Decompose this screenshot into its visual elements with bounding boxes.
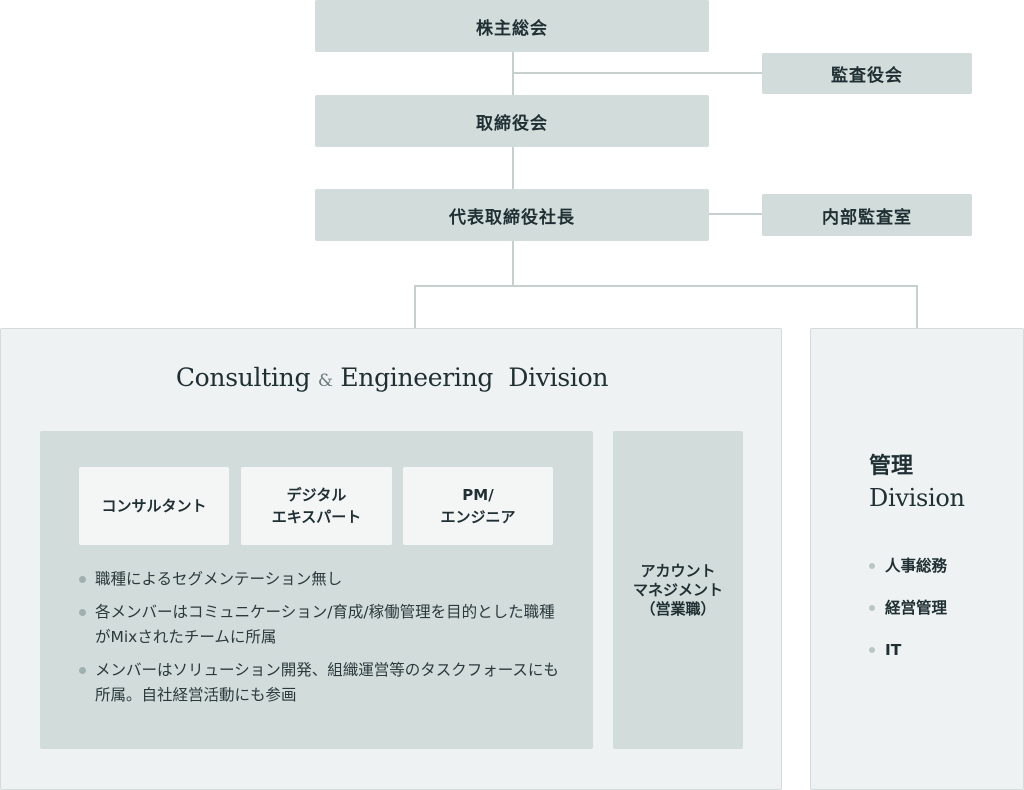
ce-title-part3: Division	[508, 363, 609, 392]
bullet-dot-icon	[869, 563, 875, 569]
bullet-text: 職種によるセグメンテーション無し	[95, 570, 343, 588]
ce-bullet-list: 職種によるセグメンテーション無し 各メンバーはコミュニケーション/育成/稼働管理…	[77, 567, 559, 716]
admin-division-title-jp: 管理	[869, 454, 914, 479]
connector-auditors	[512, 72, 762, 74]
account-management-label: アカウント マネジメント （営業職）	[632, 561, 723, 618]
shareholders-meeting-box: 株主総会	[315, 0, 709, 52]
connector-branch-right	[916, 285, 918, 329]
list-item: 人事総務	[869, 555, 1009, 597]
internal-audit-box: 内部監査室	[762, 194, 972, 236]
bullet-dot-icon	[869, 647, 875, 653]
admin-function-list: 人事総務 経営管理 IT	[869, 555, 1009, 681]
auditors-box: 監査役会	[762, 53, 972, 94]
role-consultant: コンサルタント	[79, 467, 229, 545]
bullet-dot-icon	[79, 609, 86, 616]
admin-function-label: 人事総務	[885, 557, 948, 575]
list-item: 経営管理	[869, 597, 1009, 639]
ce-title-part2: Engineering	[340, 363, 494, 392]
ce-title-amp: &	[317, 371, 333, 391]
list-item: 職種によるセグメンテーション無し	[77, 567, 559, 592]
bullet-dot-icon	[79, 576, 86, 583]
bullet-text: メンバーはソリューション開発、組織運営等のタスクフォースにも所属。自社経営活動に…	[95, 661, 559, 704]
bullet-text: 各メンバーはコミュニケーション/育成/稼働管理を目的とした職種がMixされたチー…	[95, 603, 555, 646]
connector-branch-left	[414, 285, 416, 329]
connector-branch-horizontal	[414, 285, 918, 287]
role-digital-expert: デジタル エキスパート	[241, 467, 392, 545]
account-management-box: アカウント マネジメント （営業職）	[613, 431, 743, 749]
admin-function-label: 経営管理	[885, 599, 948, 617]
list-item: IT	[869, 639, 1009, 681]
bullet-dot-icon	[79, 667, 86, 674]
list-item: メンバーはソリューション開発、組織運営等のタスクフォースにも所属。自社経営活動に…	[77, 658, 559, 708]
role-pm-engineer: PM/ エンジニア	[403, 467, 553, 545]
admin-division-title-en: Division	[869, 484, 965, 512]
bullet-dot-icon	[869, 605, 875, 611]
connector-internal-audit	[708, 213, 762, 215]
ce-title-part1: Consulting	[175, 363, 311, 392]
board-box: 取締役会	[315, 95, 709, 147]
president-box: 代表取締役社長	[315, 189, 709, 241]
connector-president-down	[512, 240, 514, 286]
list-item: 各メンバーはコミュニケーション/育成/稼働管理を目的とした職種がMixされたチー…	[77, 600, 559, 650]
connector-trunk-top	[512, 52, 514, 96]
admin-function-label: IT	[885, 641, 902, 659]
connector-board-president	[512, 146, 514, 190]
ce-division-title: Consulting & Engineering Division	[1, 363, 783, 392]
